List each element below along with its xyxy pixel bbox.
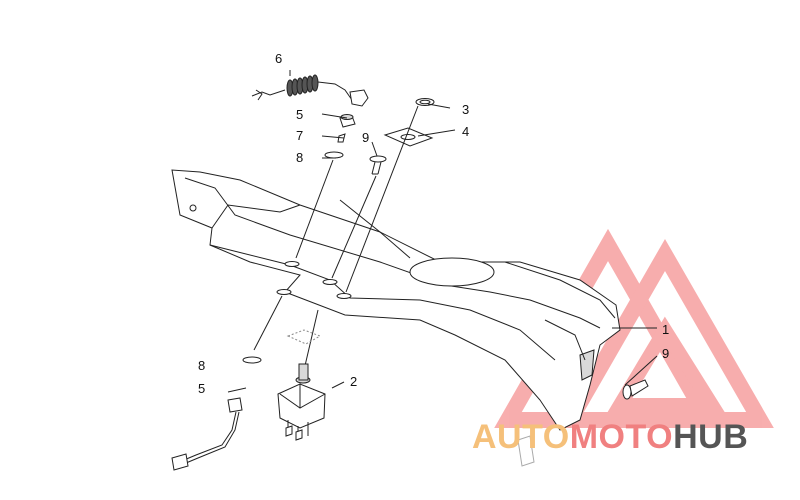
washer-part-8-bottom [242, 356, 262, 364]
watermark-part-moto: MOTO [570, 418, 673, 456]
callout-9-right: 9 [662, 346, 669, 361]
connector-part-5-bottom [171, 397, 243, 471]
grommet-part-5-top [339, 114, 356, 128]
callout-3: 3 [462, 102, 469, 117]
callout-2: 2 [350, 374, 357, 389]
ring-part-3 [415, 98, 435, 106]
watermark-text: AUTOMOTOHUB [472, 418, 748, 456]
gasket-part-4 [383, 127, 434, 147]
watermark-part-hub: HUB [673, 418, 748, 456]
callout-labels: 6 5 7 8 9 3 4 1 9 8 5 2 [198, 51, 669, 396]
switch-part-2 [277, 363, 326, 441]
callout-5-top: 5 [296, 107, 303, 122]
fender-opening [409, 257, 495, 287]
watermark-triangle-right [556, 238, 774, 428]
mount-hole [336, 293, 352, 299]
fender-clip [517, 435, 535, 467]
callout-7: 7 [296, 128, 303, 143]
callout-6: 6 [275, 51, 282, 66]
svg-text:AUTOMOTOHUB: AUTOMOTOHUB [472, 418, 748, 456]
callout-8-bottom: 8 [198, 358, 205, 373]
washer-part-8-top [324, 151, 344, 159]
mount-hole [276, 289, 292, 295]
mount-hole [284, 261, 300, 267]
callout-8-top: 8 [296, 150, 303, 165]
callout-9-top: 9 [362, 130, 369, 145]
watermark-part-auto: AUTO [472, 418, 570, 456]
callout-1: 1 [662, 322, 669, 337]
reflector-slot [579, 349, 595, 381]
callout-5-bottom: 5 [198, 381, 205, 396]
mount-hole [189, 204, 197, 212]
rear-fender-panel [171, 169, 621, 431]
mount-hole [322, 279, 338, 285]
push-pin-part-9-right [622, 379, 649, 400]
watermark-triangle-inner [607, 316, 725, 412]
assembly-lines [227, 70, 658, 393]
spring-assembly [251, 74, 369, 107]
switch-mount-ghost [286, 329, 322, 345]
callout-4: 4 [462, 124, 469, 139]
screw-part-9-top [369, 155, 387, 175]
